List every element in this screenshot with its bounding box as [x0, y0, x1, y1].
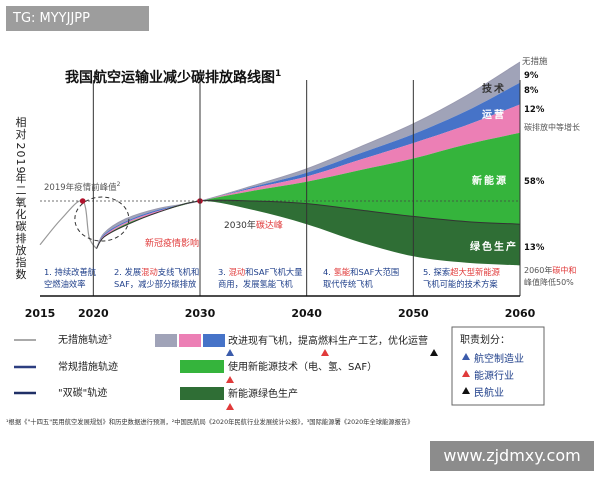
stage-1-line-1: 1. 持续改善航 [44, 267, 97, 277]
pct-ops: 8% [524, 86, 539, 96]
legend-no-measures-text: 无措施轨迹3 [58, 333, 112, 346]
area-layers [96, 62, 520, 266]
covid-label: 新冠疫情影响 [145, 237, 199, 249]
label-medium-growth: 碳排放中等增长 [524, 122, 580, 132]
resp-tri-2 [462, 370, 470, 377]
y-label-char: 年 [16, 171, 27, 185]
right-labels: 无措施 9% 8% 12% 碳排放中等增长 58% 13% 峰值降低50% 2060年碳中和 [522, 56, 580, 287]
legend-item2-text: 使用新能源技术（电、氢、SAF） [228, 360, 377, 373]
y-label-char: 指 [16, 255, 27, 269]
y-label-char: 氧 [16, 195, 27, 209]
x-tick-2030: 2030 [185, 307, 216, 320]
stage-3-line-1: 3. 混动和SAF飞机大量 [218, 267, 303, 277]
x-tick-2050: 2050 [398, 307, 429, 320]
label-green-production: 绿色生产 [470, 240, 518, 253]
legend-swatch-green [180, 360, 224, 373]
covid-highlight [74, 196, 130, 242]
resp-tri-1 [462, 353, 470, 360]
resp-item-2: 能源行业 [474, 369, 514, 382]
legend-tri-blue [226, 349, 234, 356]
pct-green-production: 13% [524, 243, 545, 253]
band-growth [96, 104, 520, 249]
y-label-char: 排 [16, 231, 27, 245]
historical-curve [39, 200, 98, 249]
vertical-grid [92, 80, 521, 296]
resp-item-3: 民航业 [474, 386, 504, 399]
footnote: ¹根据《"十四五"民用航空发展规划》和历史数据进行预测，²中国民航局《2020年… [6, 417, 414, 426]
y-label-char: 放 [16, 243, 27, 257]
band-new-energy [96, 132, 520, 249]
y-label-char: 化 [16, 207, 27, 221]
stage-1-line-2: 空燃油效率 [44, 279, 86, 289]
y-label-char: 相 [16, 116, 27, 129]
stage-4-line-2: 取代传统飞机 [323, 279, 373, 289]
chart-title: 我国航空运输业减少碳排放路线图1 [65, 69, 281, 86]
curve-lines [39, 61, 521, 249]
pct-tech: 9% [524, 71, 539, 81]
label-carbon-neutral: 2060年碳中和 [524, 265, 576, 275]
legend-tri-black [430, 349, 438, 356]
x-tick-2020: 2020 [78, 307, 109, 320]
pct-new-energy: 58% [524, 177, 545, 187]
stage-4-line-1: 4. 氢能和SAF大范围 [323, 267, 399, 277]
legend-tri-red-2 [226, 376, 234, 383]
band-green-production [96, 200, 520, 266]
x-tick-2040: 2040 [291, 307, 322, 320]
y-label-char: 0 [14, 151, 27, 158]
x-tick-2015: 2015 [25, 307, 56, 320]
watermark-top: TG: MYYJJPP [6, 6, 149, 31]
stage-5-line-2: 飞机可能的技术方案 [423, 279, 498, 289]
y-label-char: 二 [16, 184, 27, 197]
regular-path-curve [96, 199, 521, 249]
stage-2-line-2: SAF，减少部分碳排放 [114, 279, 197, 289]
label-new-energy: 新能源 [472, 174, 508, 187]
no-measures-curve [96, 61, 521, 249]
responsibility-box [451, 326, 545, 406]
legend-swatch-darkgreen [180, 387, 224, 400]
legend-tri-red-3 [226, 403, 234, 410]
resp-item-1: 航空制造业 [474, 352, 524, 365]
peak-2019-marker [79, 198, 86, 204]
label-no-measures: 无措施 [522, 56, 548, 67]
peak-2030-label: 2030年碳达峰 [224, 219, 283, 231]
peak-2019-label: 2019年疫情前峰值2 [44, 181, 121, 193]
x-tick-2060: 2060 [505, 307, 536, 320]
pct-growth: 12% [524, 105, 545, 115]
y-label-char: 1 [14, 159, 27, 166]
legend-item3-text: 新能源绿色生产 [228, 387, 298, 400]
legend-swatch-pink [179, 334, 201, 347]
legend-swatch-grey [155, 334, 177, 347]
responsibility-title: 职责划分： [460, 333, 510, 346]
y-label-char: 碳 [16, 219, 27, 233]
stage-3-line-2: 商用，发展氢能飞机 [218, 279, 293, 289]
legend-tri-red [321, 349, 329, 356]
stage-5-line-1: 5. 探索超大型新能源 [423, 267, 501, 277]
y-label-char: 9 [14, 167, 27, 174]
label-tech: 技术 [482, 82, 506, 95]
y-label-char: 数 [16, 268, 27, 281]
resp-tri-3 [462, 387, 470, 394]
legend-regular-text: 常规措施轨迹 [58, 360, 118, 373]
x-axis-ticks: 2015 2020 2030 2040 2050 2060 [25, 307, 536, 320]
legend-dual-text: "双碳"轨迹 [58, 386, 107, 399]
legend-item1-text: 改进现有飞机，提高燃料生产工艺，优化运营 [228, 334, 428, 347]
y-label-char: 2 [14, 143, 27, 150]
label-peak-drop: 峰值降低50% [524, 277, 574, 287]
legend-swatch-blue [203, 334, 225, 347]
label-ops: 运营 [482, 108, 506, 121]
stage-2-line-1: 2. 发展混动支线飞机和 [114, 267, 199, 277]
legend: 无措施轨迹3 常规措施轨迹 "双碳"轨迹 改进现有飞机，提高燃料生产工艺，优化运营使用… [14, 326, 545, 410]
y-label-char: 对 [16, 127, 27, 141]
watermark-bottom: www.zjdmxy.com [430, 441, 594, 471]
